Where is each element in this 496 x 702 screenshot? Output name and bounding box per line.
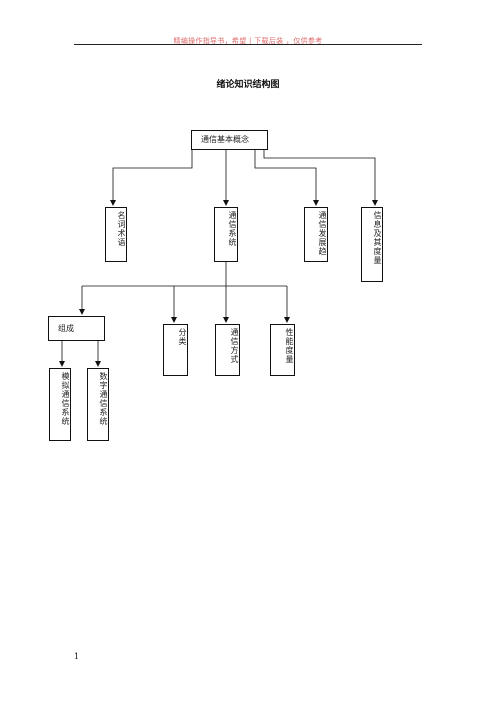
node-terms: 名词术语 — [105, 207, 127, 262]
node-composition: 组成 — [48, 316, 105, 341]
connector-root-info — [263, 150, 378, 206]
connector-root-terms — [110, 150, 193, 206]
page-number: 1 — [74, 652, 80, 661]
node-mode: 通信方式 — [215, 324, 240, 376]
node-info: 信息及其度量 — [361, 207, 383, 282]
node-trend: 通信发展趋 — [304, 207, 328, 262]
node-analog: 模拟通信系统 — [49, 368, 71, 441]
node-performance: 性能度量 — [270, 324, 295, 376]
page-title: 绪论知识结构图 — [216, 80, 280, 90]
page-header-text: 精编操作指导书，希望 | 下载后装 ，仅供参考 — [173, 37, 323, 45]
node-system: 通信系统 — [214, 207, 238, 262]
node-classification: 分类 — [163, 324, 188, 376]
header-rule — [74, 44, 422, 45]
connector-root-trend — [254, 150, 319, 206]
node-root: 通信基本概念 — [191, 130, 268, 150]
node-digital: 数字通信系统 — [87, 368, 109, 441]
